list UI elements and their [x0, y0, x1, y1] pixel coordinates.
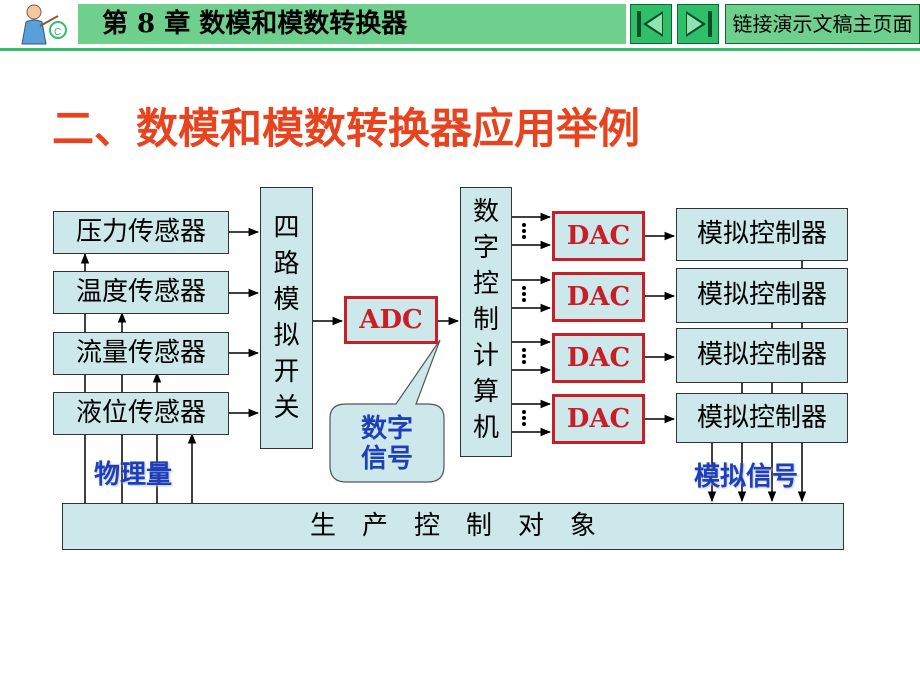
analog-signal-label: 模拟信号 [694, 462, 799, 492]
production-plant: 生产控制对象 [62, 503, 844, 550]
dac-block-4: DAC [552, 394, 645, 444]
skip-back-icon [637, 11, 663, 37]
chapter-title: 第 8 章 数模和模数转换器 [102, 9, 408, 39]
dac-block-3: DAC [552, 333, 645, 383]
top-bar: C 第 8 章 数模和模数转换器 链接演示文稿主页面 [0, 0, 920, 48]
last-slide-button[interactable] [677, 4, 719, 44]
chapter-bar: 第 8 章 数模和模数转换器 [78, 4, 626, 44]
analog-controller-3: 模拟控制器 [676, 328, 848, 383]
analog-controller-1: 模拟控制器 [676, 208, 848, 261]
digital-signal-callout [329, 339, 445, 483]
digital-computer: 数 字 控 制 计 算 机 [460, 187, 512, 457]
skip-forward-icon [686, 11, 712, 37]
sensor-level: 液位传感器 [53, 392, 229, 435]
logo-icon: C [4, 2, 70, 46]
analog-mux: 四 路 模 拟 开 关 [260, 187, 313, 449]
dac-block-2: DAC [552, 272, 645, 322]
digital-signal-label: 数字 信号 [360, 414, 413, 474]
sensor-pressure: 压力传感器 [53, 211, 229, 254]
section-title: 二、数模和模数转换器应用举例 [52, 104, 641, 153]
sensor-flow: 流量传感器 [53, 332, 229, 375]
first-slide-button[interactable] [630, 4, 672, 44]
dac-block-1: DAC [552, 211, 645, 261]
sensor-temperature: 温度传感器 [53, 271, 229, 314]
header-divider [0, 48, 920, 51]
bus-dots [522, 223, 526, 426]
physical-quantity-label: 物理量 [94, 460, 173, 490]
adc-block: ADC [344, 296, 438, 344]
analog-controller-4: 模拟控制器 [676, 393, 848, 443]
svg-text:C: C [54, 27, 61, 38]
analog-controller-2: 模拟控制器 [676, 268, 848, 323]
